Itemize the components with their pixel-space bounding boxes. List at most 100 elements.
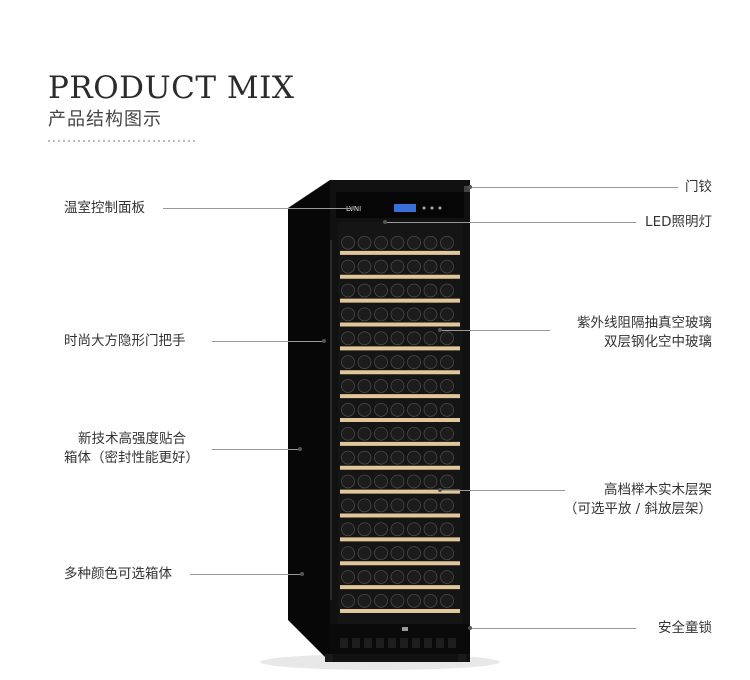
wooden-shelf (340, 441, 460, 446)
bottle (390, 259, 405, 274)
bottle (407, 450, 421, 465)
bottle (357, 570, 372, 584)
bottle (341, 450, 355, 465)
bottle (357, 546, 372, 561)
bottle (423, 426, 438, 441)
bottle (390, 450, 405, 465)
leader-temp-panel (163, 208, 353, 209)
wooden-shelf (340, 250, 460, 255)
bottle (374, 570, 388, 584)
grille-slot (400, 638, 408, 648)
wooden-shelf (340, 370, 460, 375)
marker-hinge (468, 185, 472, 189)
wooden-shelf (340, 346, 460, 351)
bottle (374, 235, 388, 250)
bottle (407, 474, 421, 489)
foot-right (458, 654, 466, 662)
bottle (341, 379, 355, 393)
wooden-shelf (340, 394, 460, 399)
bottle (440, 546, 454, 561)
bottle (374, 450, 388, 465)
grille-slot (388, 638, 396, 648)
bottle (390, 307, 405, 322)
bottle (423, 331, 438, 346)
door-handle (330, 240, 332, 600)
bottle (374, 474, 388, 489)
leader-cabinet (212, 449, 300, 450)
wooden-shelf (340, 537, 460, 542)
wooden-shelf (340, 322, 460, 327)
bottle (374, 522, 388, 537)
bottle (341, 235, 355, 250)
lock-icon (402, 627, 408, 631)
bottle (390, 379, 405, 393)
bottle (374, 355, 388, 370)
bottle (357, 259, 372, 274)
bottle (357, 283, 372, 298)
bottle (407, 259, 421, 274)
wooden-shelf (340, 609, 460, 613)
grille-slots (340, 638, 456, 648)
bottle (440, 331, 454, 346)
bottle (440, 474, 454, 489)
cabinet-side (288, 180, 330, 662)
bottle (407, 331, 421, 346)
bottle (390, 355, 405, 370)
grille-slot (376, 638, 384, 648)
wooden-shelf (340, 513, 460, 518)
bottle (407, 355, 421, 370)
page-title: PRODUCT MIX (48, 70, 295, 106)
bottle (423, 259, 438, 274)
bottle (357, 498, 372, 513)
grille-slot (412, 638, 420, 648)
bottle (440, 450, 454, 465)
bottle (341, 402, 355, 417)
wooden-shelf (340, 561, 460, 566)
bottle (357, 474, 372, 489)
bottle (423, 474, 438, 489)
bottle (423, 379, 438, 393)
bottle (374, 331, 388, 346)
bottle (357, 426, 372, 441)
bottle (423, 402, 438, 417)
leader-handle (212, 341, 324, 342)
hinge (464, 186, 470, 192)
bottle (374, 379, 388, 393)
wooden-shelf (340, 274, 460, 279)
label-shelves: 高档榉木实木层架 （可选平放 / 斜放层架） (563, 482, 712, 517)
foot-left (325, 654, 333, 662)
bottle (341, 546, 355, 561)
bottle (357, 593, 372, 608)
bottle (423, 355, 438, 370)
bottle (390, 402, 405, 417)
bottle (407, 593, 421, 608)
bottle (374, 426, 388, 441)
bottle (390, 522, 405, 537)
bottle (341, 498, 355, 513)
label-glass: 紫外线阻隔抽真空玻璃 双层钢化空中玻璃 (577, 315, 712, 350)
wooden-shelf (340, 585, 460, 590)
bottle (374, 283, 388, 298)
bottle (440, 259, 454, 274)
marker-led (383, 220, 387, 224)
bottle (423, 498, 438, 513)
bottle (423, 450, 438, 465)
leader-lock (470, 628, 636, 629)
marker-lock (468, 626, 472, 630)
bottle (341, 283, 355, 298)
bottle (440, 498, 454, 513)
bottle (390, 426, 405, 441)
bottle (407, 522, 421, 537)
leader-shelves (440, 490, 565, 491)
bottle (374, 593, 388, 608)
bottle (440, 522, 454, 537)
label-led: LED照明灯 (645, 214, 712, 230)
bottle (407, 546, 421, 561)
marker-handle (322, 339, 326, 343)
marker-shelves (438, 488, 442, 492)
bottle (423, 235, 438, 250)
bottle (423, 522, 438, 537)
label-hinge: 门铰 (685, 179, 712, 195)
label-cabinet: 新技术高强度贴合 箱体（密封性能更好） (64, 431, 199, 466)
bottle (341, 259, 355, 274)
